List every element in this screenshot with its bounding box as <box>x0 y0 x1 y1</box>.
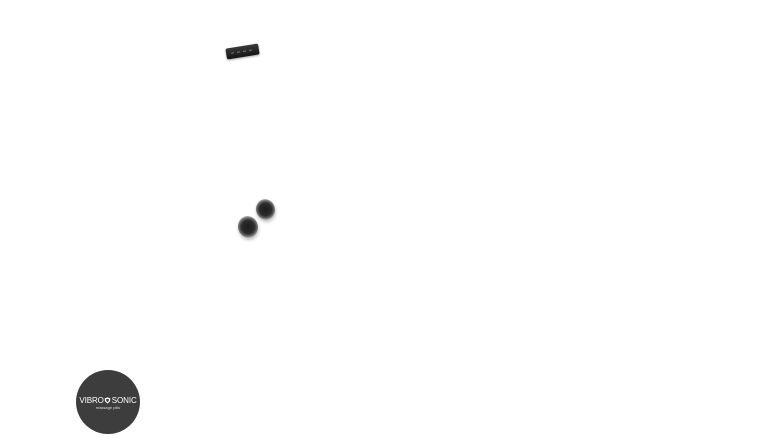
device-slots <box>231 49 254 54</box>
shield-icon <box>104 397 111 404</box>
brand-wordmark: VIBRO SONIC <box>79 396 136 405</box>
brand-logo-badge[interactable]: VIBRO SONIC massage pills <box>76 370 140 434</box>
brand-name-left: VIBRO <box>79 396 104 405</box>
speaker-pod-left <box>235 213 261 241</box>
speaker-pod-right <box>253 196 278 223</box>
product-device-bar <box>225 43 260 60</box>
brand-tagline: massage pills <box>95 405 121 410</box>
brand-name-right: SONIC <box>111 396 137 405</box>
